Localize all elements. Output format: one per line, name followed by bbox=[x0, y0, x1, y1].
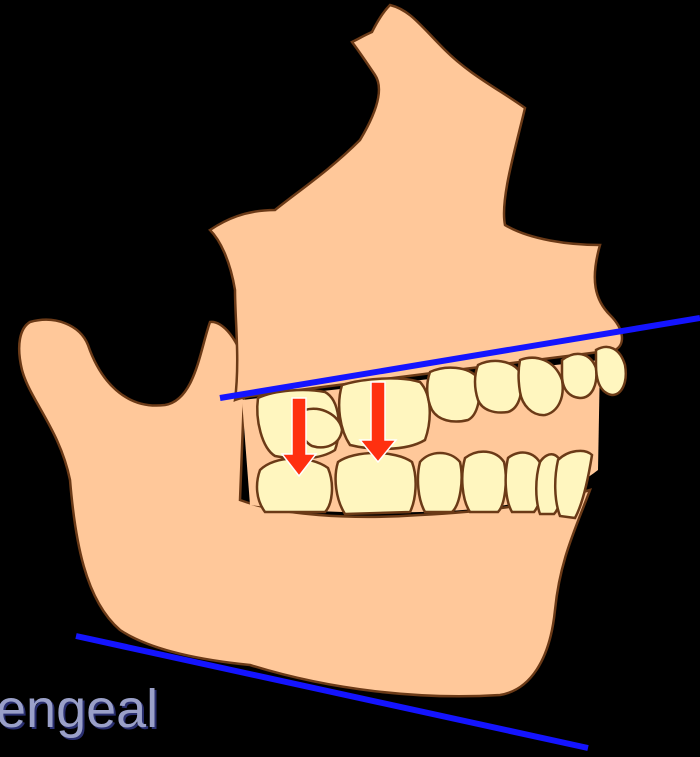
lower-premolar-2 bbox=[462, 452, 506, 512]
caption-text: engeal bbox=[0, 678, 158, 740]
lower-premolar-1 bbox=[418, 453, 462, 512]
lower-molar-2 bbox=[336, 453, 416, 514]
upper-incisor-1 bbox=[562, 354, 596, 398]
upper-incisor-2 bbox=[596, 347, 626, 395]
upper-premolar-1 bbox=[427, 368, 479, 422]
upper-premolar-2 bbox=[475, 361, 522, 413]
